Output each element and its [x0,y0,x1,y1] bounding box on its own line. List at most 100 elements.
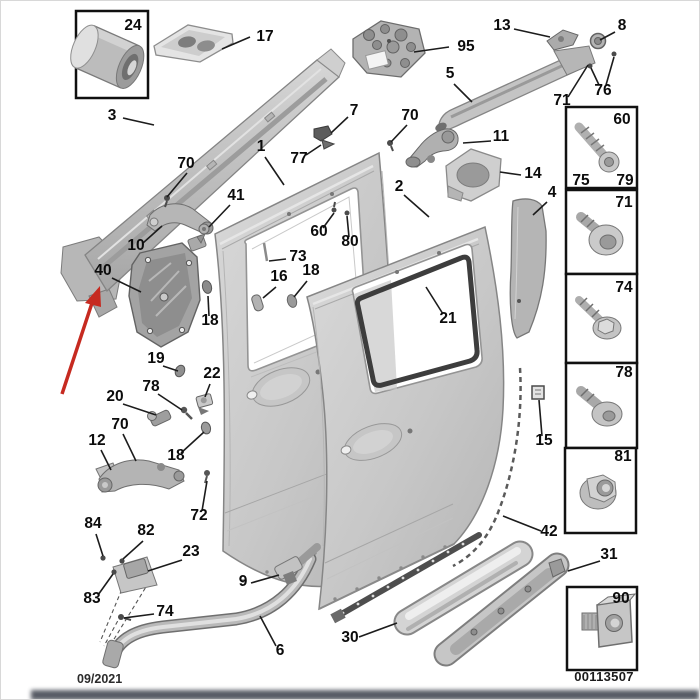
inner-access-panel-40 [128,242,201,348]
label-31: 31 [600,546,618,563]
screw-72 [204,470,210,484]
label-23-leader [147,559,183,572]
label-70-c: 70 [111,416,128,433]
label-84-leader [95,533,104,557]
label-22: 22 [203,365,220,382]
label-40-leader [111,277,142,293]
label-3-leader [122,117,155,126]
label-23: 23 [182,543,200,560]
label-76-leader [605,56,615,86]
arm-13 [546,29,579,51]
grommet-18-left [201,280,213,294]
label-82: 82 [137,522,154,539]
label-11: 11 [493,128,510,145]
label-5-leader [453,83,473,103]
label-80: 80 [341,233,358,250]
label-9: 9 [239,573,248,590]
screws-76 [587,51,617,69]
label-12-leader [100,449,112,471]
label-24: 24 [124,17,142,34]
label-70-a-leader [166,172,188,198]
label-4-leader [532,201,548,216]
cage-nut-icon [581,593,637,648]
hinge-link-11 [405,128,459,168]
label-18-c: 18 [167,447,185,464]
label-76-leader-2 [590,67,600,86]
inset-box-24 [70,9,150,100]
side-molding-30 [393,540,534,636]
label-71-top-leader [567,64,589,98]
side-molding-31 [433,552,570,667]
grommet-16 [251,294,264,312]
label-6: 6 [276,642,285,659]
revision-date: 09/2021 [77,672,123,686]
legend-label-79: 79 [616,172,634,189]
lock-mechanism-95 [352,20,426,78]
label-83: 83 [83,590,101,607]
label-2-leader [403,194,430,218]
window-seal-21 [354,254,480,388]
striker-plate-17 [153,24,234,63]
legend-label-81: 81 [614,448,632,465]
bolt-70-upper [164,195,170,208]
label-83-leader [97,573,114,596]
label-19-leader [162,365,179,372]
label-8-leader [599,31,616,41]
legend-label-71: 71 [615,194,633,211]
pillar-trim-4 [509,198,547,339]
clip-15 [531,385,545,400]
label-21: 21 [439,310,457,327]
long-screw-icon [574,122,620,173]
lower-roller-bracket-12 [95,459,185,493]
label-12: 12 [88,432,105,449]
label-20: 20 [106,388,123,405]
label-13-leader [513,28,551,38]
label-10: 10 [127,237,144,254]
upper-roof-rail-3 [60,48,346,318]
label-73: 73 [289,248,307,265]
label-78-mid-leader [157,393,183,411]
label-76: 76 [594,82,612,99]
lower-guide-rail-6 [102,552,317,669]
label-77-leader [305,144,322,156]
label-9-leader [250,574,280,584]
nut-8 [589,32,607,50]
screw-78-target [180,406,193,420]
label-17: 17 [256,28,273,45]
label-78-mid: 78 [142,378,160,395]
legend-label-90: 90 [612,590,629,607]
label-72-leader [201,480,208,512]
washer-screw-icon-2 [576,386,623,427]
label-6-leader [259,615,277,647]
label-18-b: 18 [201,312,219,329]
label-16-leader [262,286,277,299]
label-95-leader [413,46,450,53]
label-3: 3 [108,107,117,124]
center-guide-rail-5 [435,45,596,134]
label-13: 13 [493,17,511,34]
label-30-leader [358,622,398,638]
label-74-leader [123,613,155,619]
label-84: 84 [84,515,102,532]
label-10-leader [142,225,163,244]
roller-pin-41 [196,223,210,244]
legend-label-75: 75 [572,172,590,189]
screw-60-target [331,201,337,213]
label-60-mid: 60 [310,223,327,240]
window-rod-73 [262,242,269,262]
legend-label-74: 74 [615,279,633,296]
label-22-leader [204,383,211,398]
label-42-leader [502,515,542,532]
label-40: 40 [94,262,111,279]
label-31-leader [567,560,601,572]
right-door-panel-2 [306,225,505,611]
label-70-c-leader [122,433,137,462]
clip-22 [195,393,214,415]
door-seal-42 [330,367,522,624]
label-18-a-leader [293,280,308,298]
legend-boxes [563,105,639,672]
grommet-18-window [286,294,298,308]
label-18-a: 18 [302,262,320,279]
label-42: 42 [540,523,557,540]
